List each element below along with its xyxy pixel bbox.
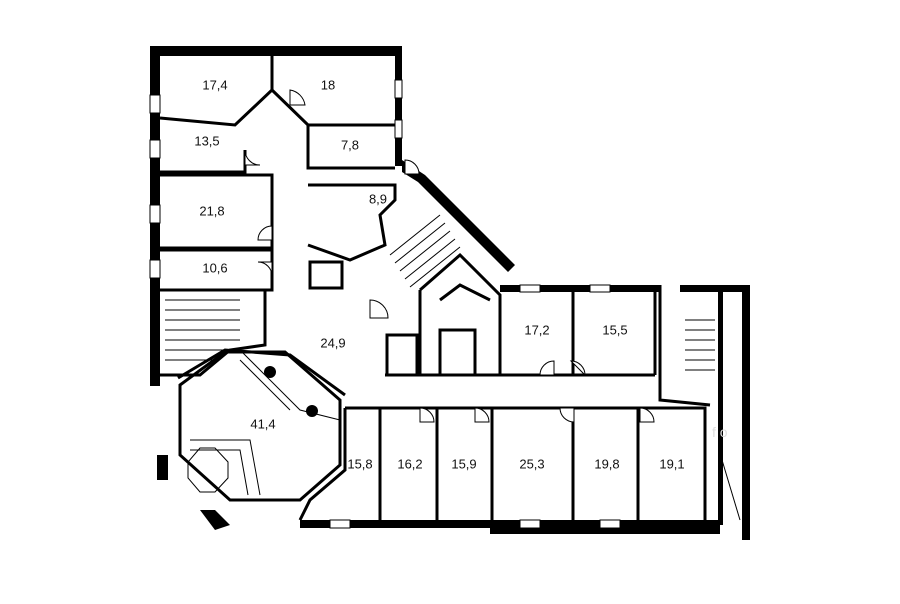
room-area-label: 41,4: [250, 416, 275, 431]
room-area-label: 21,8: [199, 203, 224, 218]
room-area-label: 17,4: [202, 77, 227, 92]
room-area-label: 13,5: [194, 133, 219, 148]
room-area-label: 19,8: [594, 456, 619, 471]
room-area-label: 8,9: [369, 191, 387, 206]
room-area-label: 18: [321, 77, 335, 92]
columns: [187, 366, 318, 493]
watermark: f o: [712, 424, 728, 440]
room-area-label: 15,5: [602, 322, 627, 337]
room-area-label: 10,6: [202, 260, 227, 275]
room-area-label: 16,2: [397, 456, 422, 471]
room-area-label: 24,9: [320, 335, 345, 350]
room-area-label: 7,8: [341, 137, 359, 152]
stairs: [165, 214, 741, 521]
room-area-label: 25,3: [519, 456, 544, 471]
room-area-label: 17,2: [524, 322, 549, 337]
interior-walls: [159, 56, 711, 521]
room-area-label: 15,9: [451, 456, 476, 471]
room-area-label: 15,8: [347, 456, 372, 471]
windows: [149, 79, 621, 529]
doors: [244, 89, 655, 423]
room-labels: 17,4 18 13,5 7,8 21,8 8,9 10,6 24,9 17,2…: [194, 77, 727, 471]
room-area-label: 19,1: [659, 456, 684, 471]
